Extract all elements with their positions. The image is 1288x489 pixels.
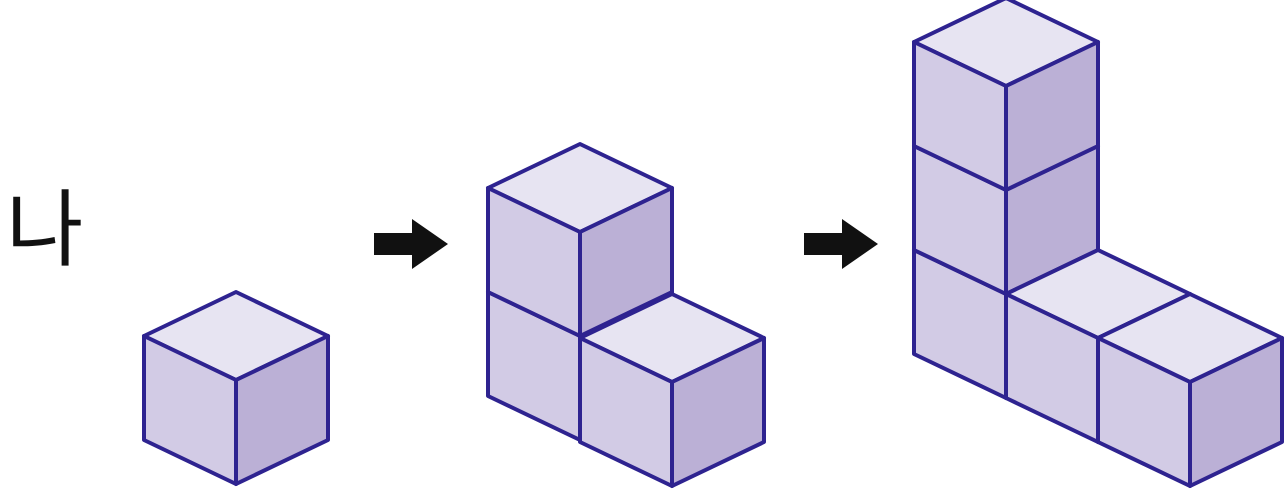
cube-right-face	[1188, 336, 1284, 488]
cube	[578, 292, 766, 488]
cube	[142, 290, 330, 486]
stage-3-cubes	[912, 0, 1284, 488]
cube	[1096, 292, 1284, 488]
cube-right-face	[578, 186, 674, 338]
arrows	[374, 219, 878, 269]
cube-right-face	[234, 334, 330, 486]
cube-right-face	[1004, 40, 1100, 192]
stage-1-cubes	[142, 290, 330, 486]
cube	[486, 142, 674, 338]
cube	[912, 0, 1100, 192]
arrow-right-icon	[374, 219, 448, 269]
arrow-right-icon	[804, 219, 878, 269]
problem-label: 나	[6, 181, 84, 279]
cube-right-face	[670, 336, 766, 488]
stage-2-cubes	[486, 142, 766, 488]
